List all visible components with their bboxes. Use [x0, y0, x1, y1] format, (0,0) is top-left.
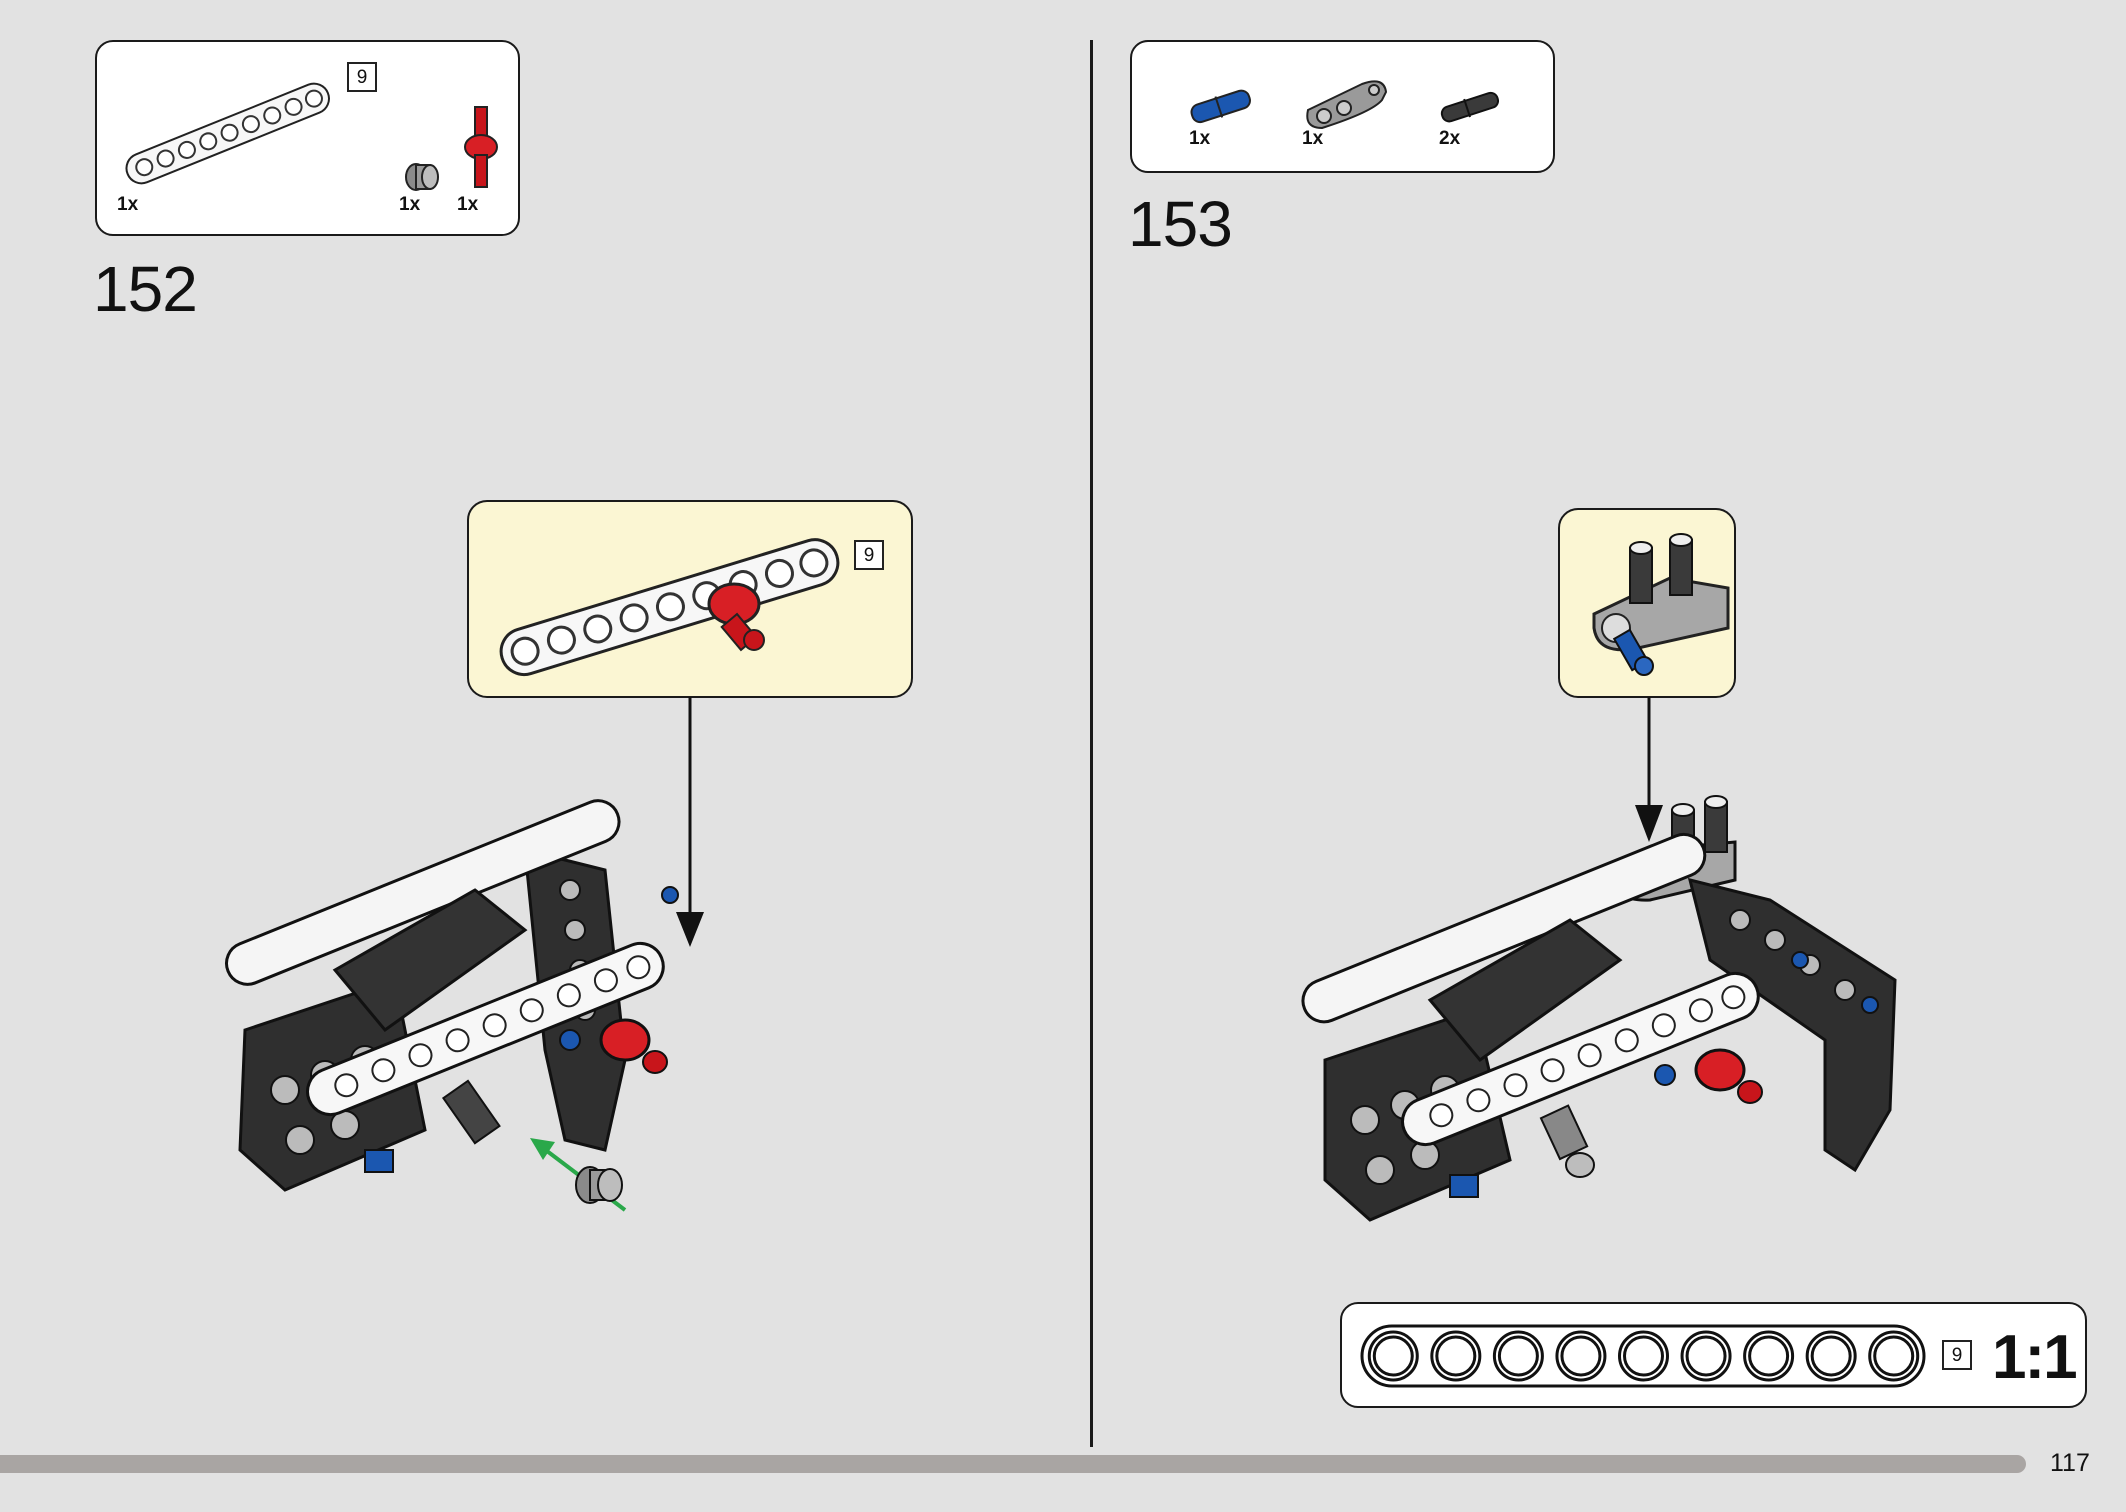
angle-beam-grey-qty: 1x — [1302, 128, 1324, 149]
placement-arrow-152 — [676, 697, 704, 947]
axle-pin-red-qty: 1x — [457, 194, 479, 215]
scale-beam-hole-inner — [1372, 1335, 1414, 1377]
beam-length-label: 9 — [347, 62, 377, 92]
beam-9-actual-size — [1360, 1324, 1926, 1388]
model-assembly-152 — [225, 799, 679, 1212]
bush-part-image — [405, 163, 439, 191]
placement-arrow-153 — [1635, 697, 1663, 842]
step-number-153: 153 — [1128, 188, 1233, 260]
angle-beam-grey-part-image — [1306, 80, 1388, 130]
pin-black-part-image — [1440, 91, 1500, 123]
bush-qty: 1x — [399, 194, 421, 215]
pin-blue-part-image — [1190, 89, 1251, 124]
axle-pin-red-part-image — [464, 106, 498, 188]
scale-beam-hole-inner — [1623, 1335, 1664, 1377]
scale-beam-hole-inner — [1748, 1335, 1790, 1377]
parts-list-step-152: 9 1x 1x 1x — [95, 40, 520, 236]
page-progress-bar — [0, 1455, 2026, 1473]
step-number-152: 152 — [93, 253, 198, 325]
scale-beam-hole-inner — [1435, 1335, 1477, 1377]
parts-list-step-153: 1x 1x 2x — [1130, 40, 1555, 173]
callout-beam-length-label: 9 — [854, 540, 884, 570]
beam-with-pin-image — [499, 538, 840, 677]
scale-beam-hole-inner — [1685, 1335, 1727, 1377]
scale-reference-box: 9 1:1 — [1340, 1302, 2087, 1408]
scale-beam-hole-inner — [1873, 1335, 1915, 1377]
pin-blue-qty: 1x — [1189, 128, 1211, 149]
pin-black-qty: 2x — [1439, 128, 1461, 149]
beam-9-part-image — [125, 82, 330, 185]
scale-beam-hole-inner — [1560, 1335, 1602, 1377]
scale-beam-length-label: 9 — [1942, 1340, 1972, 1370]
scale-beam-hole-inner — [1497, 1335, 1539, 1377]
scale-ratio: 1:1 — [1992, 1323, 2078, 1392]
subassembly-callout-153 — [1558, 508, 1736, 698]
subassembly-callout-152: 9 — [467, 500, 913, 698]
beam-9-qty: 1x — [117, 194, 139, 215]
angle-beam-with-pins-image — [1592, 533, 1730, 676]
page-number: 117 — [2050, 1449, 2090, 1477]
scale-beam-hole-inner — [1810, 1335, 1852, 1377]
page-divider — [1090, 40, 1093, 1447]
model-assembly-153 — [1301, 795, 1897, 1222]
